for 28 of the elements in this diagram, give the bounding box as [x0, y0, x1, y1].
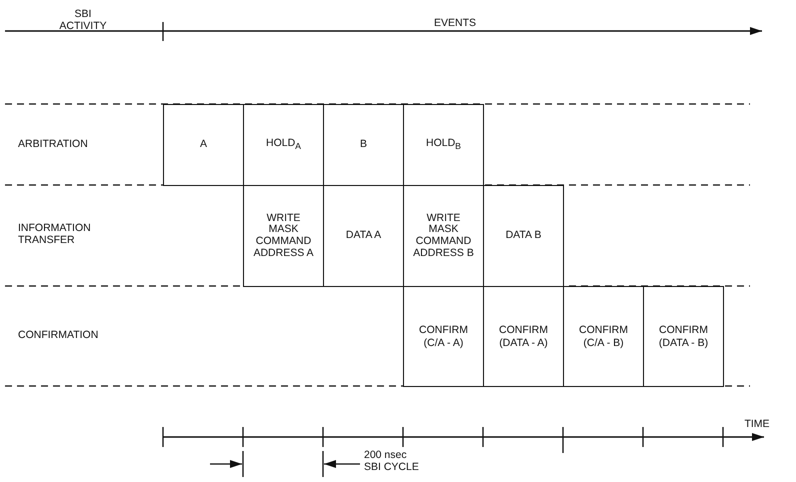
timing-cell: [403, 104, 484, 186]
row-label: INFORMATION TRANSFER: [18, 222, 92, 246]
timing-cell: [243, 185, 324, 287]
cell-text: WRITE MASK COMMAND ADDRESS A: [252, 212, 315, 260]
dimension-label: 200 nsec SBI CYCLE: [364, 449, 420, 474]
row-label: CONFIRMATION: [18, 329, 100, 342]
row-label: ARBITRATION: [18, 138, 89, 150]
timing-cell: [563, 286, 644, 387]
axis-title: EVENTS: [432, 17, 477, 30]
cell-text: HOLD$_{A}$: [266, 138, 302, 152]
timing-cell: [243, 104, 324, 186]
timing-cell: [163, 104, 244, 186]
cell-text: CONFIRM (C/A - B): [578, 324, 629, 350]
cell-text: A: [200, 139, 207, 151]
cell-text: WRITE MASK COMMAND ADDRESS B: [412, 212, 475, 260]
timing-cell: [323, 104, 404, 186]
cell-text: CONFIRM (DATA - A): [498, 324, 549, 350]
timing-cell: [483, 185, 564, 287]
cell-text: HOLD$_{B}$: [426, 138, 462, 152]
cell-text: CONFIRM (DATA - B): [658, 324, 710, 350]
timing-cell: [403, 286, 484, 387]
cell-text: CONFIRM (C/A - A): [418, 324, 469, 350]
cell-text: DATA A: [346, 228, 382, 244]
cell-text: B: [360, 139, 367, 151]
axis-label: TIME: [743, 418, 771, 430]
timing-cell: [643, 286, 724, 387]
axis-title: SBI ACTIVITY: [58, 8, 108, 32]
cell-text: DATA B: [506, 228, 542, 244]
